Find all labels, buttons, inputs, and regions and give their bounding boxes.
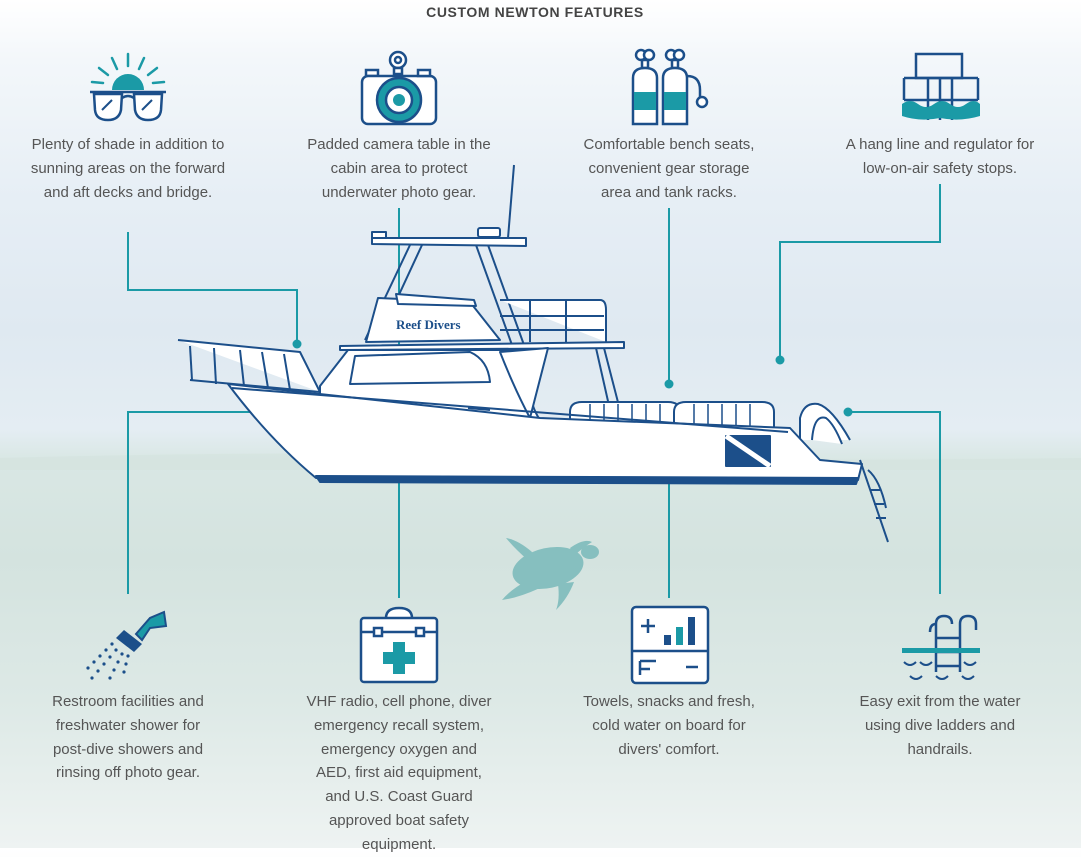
- camera-icon: [360, 50, 438, 126]
- control-panel-icon: [630, 605, 710, 685]
- page-title: CUSTOM NEWTON FEATURES: [426, 4, 644, 20]
- sea-turtle: [502, 538, 599, 610]
- hang-line-icon: [902, 52, 980, 120]
- feature-caption-safety: VHF radio, cell phone, diver emergency r…: [306, 693, 492, 853]
- feature-caption-towels: Towels, snacks and fresh, cold water on …: [583, 693, 755, 758]
- scuba-tanks-icon: [631, 48, 709, 126]
- shower-icon: [86, 610, 168, 680]
- boat-name: Reef Divers: [396, 317, 461, 332]
- feature-caption-ladder: Easy exit from the water using dive ladd…: [859, 693, 1021, 758]
- first-aid-kit-icon: [359, 606, 439, 684]
- boat: [177, 164, 889, 543]
- dive-ladder-icon: [902, 614, 980, 680]
- feature-caption-shower: Restroom facilities and freshwater showe…: [52, 693, 204, 782]
- feature-caption-bench: Comfortable bench seats, convenient gear…: [583, 136, 755, 201]
- feature-caption-hangline: A hang line and regulator for low-on-air…: [845, 136, 1035, 177]
- sunglasses-sun-icon: [90, 52, 166, 122]
- feature-caption-camera: Padded camera table in the cabin area to…: [307, 136, 491, 201]
- feature-caption-shade: Plenty of shade in addition to sunning a…: [30, 136, 226, 201]
